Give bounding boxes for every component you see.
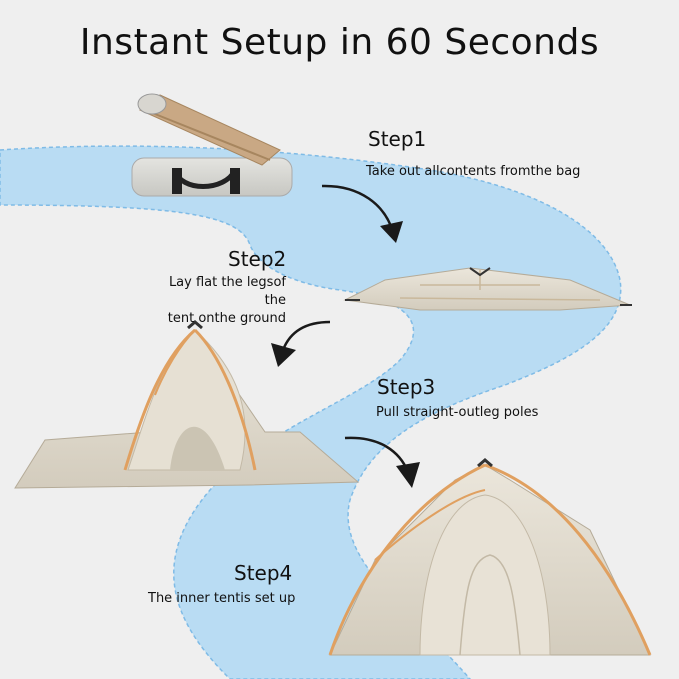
half-raised-tent-icon [14,320,360,489]
step3-title: Step3 [377,375,436,399]
step2-title: Step2 [228,247,287,271]
pitched-tent-icon [328,458,652,656]
step4-description: The inner tentis set up [148,591,296,606]
arrow-step1-to-step2 [321,184,403,243]
step2-description: Lay flat the legsof the tent onthe groun… [146,274,286,328]
page-title: Instant Setup in 60 Seconds [79,22,600,63]
step4-title: Step4 [234,561,293,585]
step2-description-line2: tent onthe ground [167,311,286,326]
step1-description: Take out allcontents fromthe bag [366,164,581,179]
flat-tent-icon [343,267,632,311]
step2-description-line1: Lay flat the legsof the [168,275,286,308]
step3-description: Pull straight-outleg poles [376,405,539,420]
arrow-step2-to-step3 [271,320,331,367]
tent-bag-icon [131,93,293,197]
arrow-step3-to-step4 [344,436,420,488]
step1-title: Step1 [368,127,427,151]
